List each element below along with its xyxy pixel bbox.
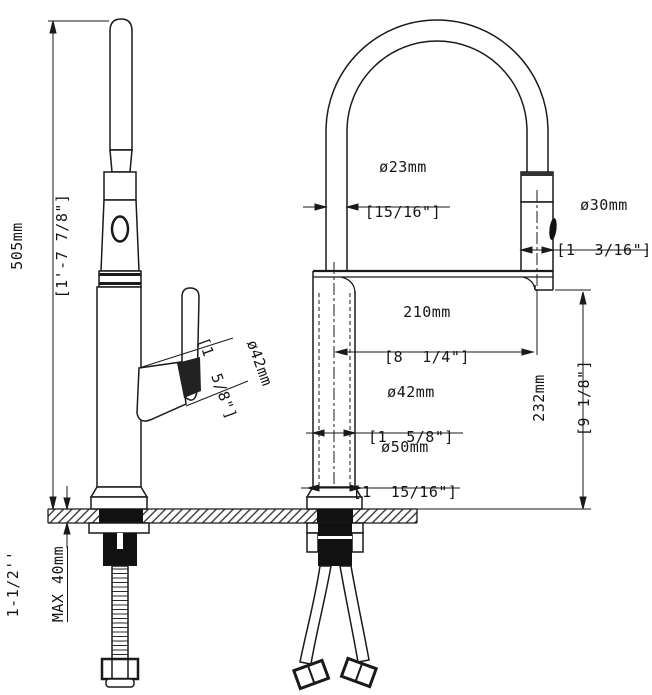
label-base-diameter: ø50mm [1 15/16"] <box>352 438 458 501</box>
label-overall-height: 505mm [1'-7 7/8"] <box>8 193 71 299</box>
spray-toggle-button <box>549 218 557 240</box>
spray-button-side <box>110 215 130 243</box>
dim-handle-42 <box>138 337 249 407</box>
label-deck-to-spout: 232mm [9 1/8"] <box>530 359 593 437</box>
hose-fitting-right <box>339 656 379 689</box>
front-view-mounting <box>291 509 379 691</box>
dim-232 <box>555 289 591 510</box>
spout-arc-inner <box>346 40 528 132</box>
dim-505 <box>48 20 109 510</box>
threaded-rod <box>111 565 129 660</box>
hose-fitting-left <box>291 658 331 691</box>
dimension-lines <box>48 20 648 548</box>
dim-reach-210 <box>334 292 538 356</box>
dim-body-42 <box>306 429 463 437</box>
label-spout-reach: 210mm [8 1/4"] <box>384 303 470 366</box>
dim-deck-max <box>63 486 71 548</box>
handle-lever <box>136 361 187 422</box>
label-body-diameter: ø42mm [1 5/8"] <box>368 383 454 446</box>
hex-nut <box>100 657 140 681</box>
dim-sprayer-30 <box>519 246 648 254</box>
label-tube-diameter: ø23mm [15/16"] <box>364 158 442 221</box>
supply-hose-left <box>299 565 332 665</box>
label-deck-max-thickness: 1-1/2'' MAX 40mm <box>4 545 68 623</box>
dim-tube-23 <box>303 203 450 211</box>
label-sprayer-diameter: ø30mm [1 3/16"] <box>556 196 652 259</box>
sprayer-wand-side <box>109 18 133 151</box>
side-view-mounting <box>88 509 150 688</box>
supply-hose-right <box>339 565 370 663</box>
spout-arc-outer <box>325 19 549 132</box>
side-view-faucet <box>89 18 201 510</box>
dim-base-50 <box>301 484 460 492</box>
front-view-faucet <box>305 19 557 510</box>
